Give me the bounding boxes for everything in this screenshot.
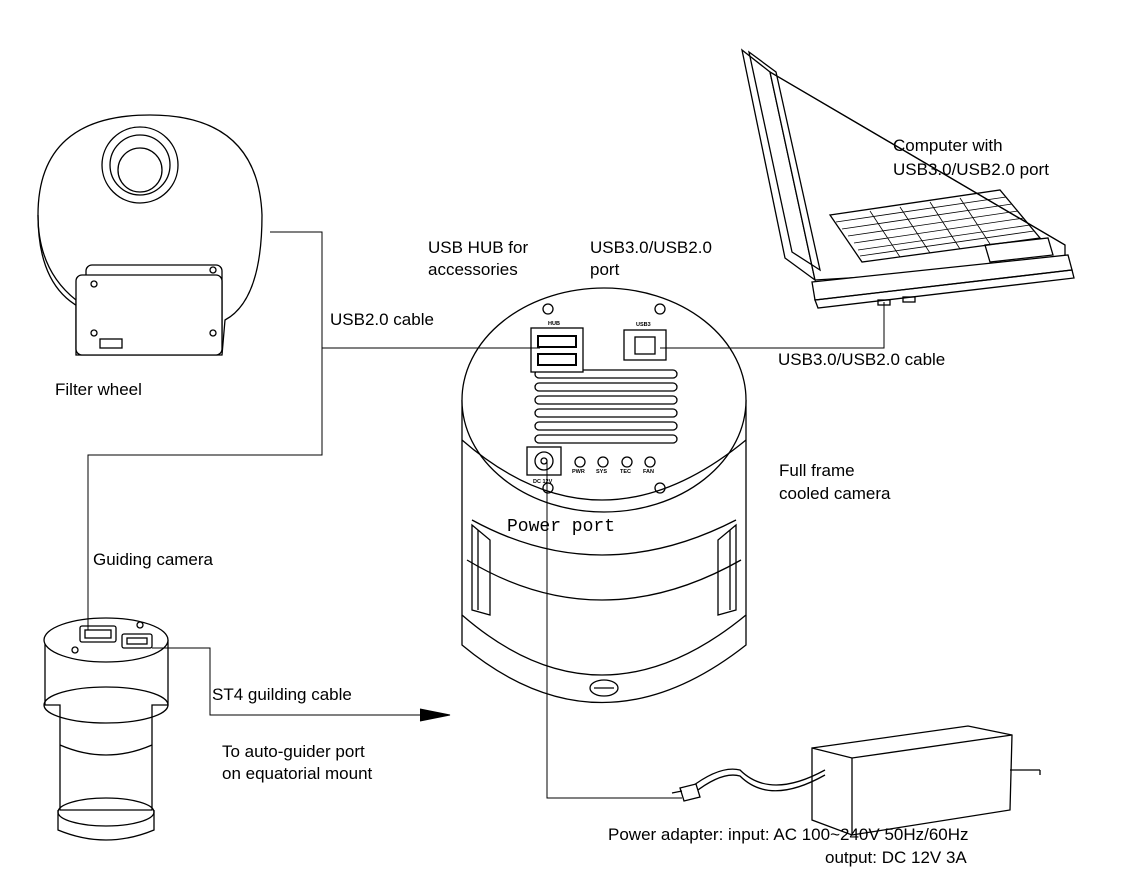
fan-led-label: FAN	[643, 469, 654, 475]
guiding-camera-label: Guiding camera	[93, 550, 214, 569]
laptop-icon	[741, 48, 1075, 309]
usb-hub-label-line1: USB HUB for	[428, 238, 529, 257]
power-adapter-label-line1: Power adapter: input: AC 100~240V 50Hz/6…	[608, 825, 969, 844]
tec-led-label: TEC	[620, 469, 631, 475]
usb3-port-label-line2: port	[590, 260, 620, 279]
usb2-cable-label: USB2.0 cable	[330, 310, 434, 329]
power-port-label: Power port	[507, 517, 616, 537]
guiding-camera-icon	[43, 617, 169, 841]
usb3-cable-label: USB3.0/USB2.0 cable	[778, 350, 946, 369]
power-adapter-icon	[671, 725, 1041, 836]
autoguider-label-line1: To auto-guider port	[222, 742, 365, 761]
usb2-cable-line	[87, 231, 540, 630]
filter-wheel-label: Filter wheel	[55, 380, 142, 399]
filter-wheel-icon	[37, 114, 263, 356]
computer-label-line2: USB3.0/USB2.0 port	[893, 160, 1049, 179]
st4-cable-label: ST4 guilding cable	[212, 685, 352, 704]
dc12v-label: DC 12V	[533, 479, 553, 485]
usb3-port-label-line1: USB3.0/USB2.0	[590, 238, 712, 257]
usb3-cable-line	[660, 302, 885, 349]
power-adapter-label-line2: output: DC 12V 3A	[825, 848, 967, 867]
hub-port-label: HUB	[548, 321, 560, 327]
usb3-port-label: USB3	[636, 322, 651, 328]
computer-label-line1: Computer with	[893, 136, 1003, 155]
power-cable-line	[546, 461, 682, 799]
usb-hub-label-line2: accessories	[428, 260, 518, 279]
autoguider-label-line2: on equatorial mount	[222, 764, 373, 783]
sys-led-label: SYS	[596, 469, 607, 475]
pwr-led-label: PWR	[572, 469, 585, 475]
full-frame-camera-icon: HUB USB3 DC 12V PWR SYS TEC FAN	[461, 287, 747, 703]
st4-cable-line	[152, 647, 451, 722]
full-frame-label-line2: cooled camera	[779, 484, 891, 503]
full-frame-label-line1: Full frame	[779, 461, 855, 480]
